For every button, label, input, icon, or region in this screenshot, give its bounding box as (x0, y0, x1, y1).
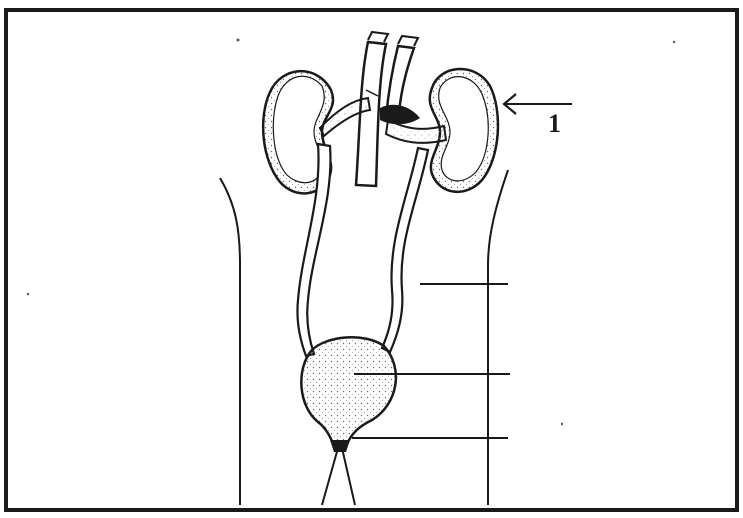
speck (561, 423, 563, 425)
renal-vessel-right (386, 120, 446, 143)
urethra-outline-right (342, 448, 355, 505)
speck (673, 41, 675, 43)
right-ureter (382, 148, 428, 352)
kidney-pointer-label: 1 (548, 109, 561, 138)
kidney-pointer: 1 (504, 94, 572, 138)
bladder (301, 337, 396, 452)
body-outline-right (488, 170, 508, 505)
urethra-outline-left (322, 448, 338, 505)
body-outline-left (220, 178, 240, 505)
speck (237, 39, 240, 42)
speck (27, 293, 29, 295)
